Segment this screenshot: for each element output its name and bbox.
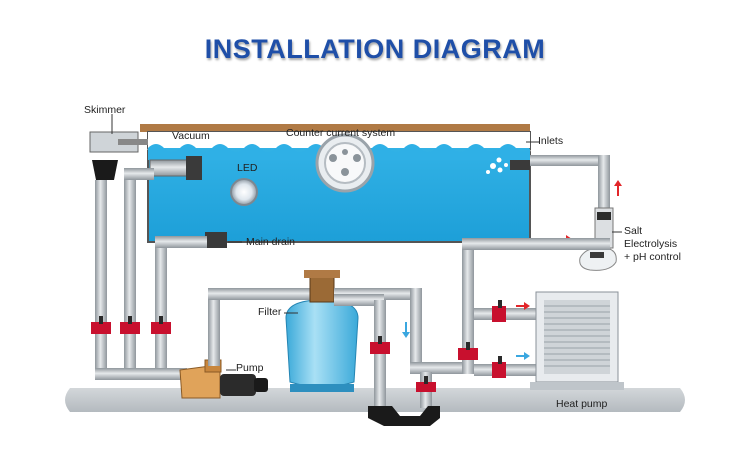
main-drain-fitting-icon	[205, 232, 227, 248]
heat-pump-out-pipe	[474, 308, 540, 320]
label-salt-line3: + pH control	[624, 251, 681, 263]
valve-heat-pump-in-icon	[492, 356, 506, 378]
label-main-drain: Main drain	[246, 236, 296, 248]
pump-discharge-pipe	[208, 292, 220, 366]
vacuum-pipe	[124, 176, 136, 380]
heat-pump-in-pipe	[474, 364, 540, 376]
flow-arrow-up-icon	[614, 180, 622, 186]
heat-pump-unit-icon	[530, 291, 624, 390]
valve-heat-pump-out-icon	[492, 300, 506, 322]
valve-waste-icon	[370, 336, 390, 354]
label-heat-pump: Heat pump	[556, 398, 608, 410]
valve-bypass-icon	[458, 342, 478, 360]
label-led: LED	[237, 162, 258, 174]
salt-electrolysis-unit-icon	[579, 247, 617, 271]
label-inlets: Inlets	[538, 135, 564, 147]
diagram-title: INSTALLATION DIAGRAM	[204, 34, 546, 64]
heat-pump-bypass-v	[462, 250, 474, 374]
label-vacuum: Vacuum	[172, 130, 210, 142]
led-light-icon	[230, 178, 258, 206]
return-pipe-v	[410, 288, 422, 368]
valve-main-drain-icon	[151, 316, 171, 334]
label-salt-line2: Electrolysis	[624, 238, 678, 250]
skimmer-basket-icon	[92, 160, 118, 180]
label-skimmer: Skimmer	[84, 104, 126, 116]
filter-tank-icon	[285, 270, 359, 392]
inlet-spray-icon	[486, 157, 508, 174]
label-filter: Filter	[258, 306, 282, 318]
pool-deck	[140, 124, 530, 132]
flow-arrow-down-icon	[402, 332, 410, 338]
suction-collector-pipe	[95, 368, 187, 380]
waste-drain-icon	[368, 406, 440, 426]
pump-icon	[179, 359, 268, 399]
label-pump: Pump	[236, 362, 264, 374]
label-counter-current: Counter current system	[286, 127, 396, 139]
valve-vacuum-icon	[120, 316, 140, 334]
heat-pump-return-h	[462, 238, 610, 250]
valve-skimmer-icon	[91, 316, 111, 334]
main-drain-pipe	[155, 240, 167, 380]
label-salt-line1: Salt	[624, 225, 643, 237]
vacuum-fitting-icon	[186, 156, 202, 180]
leader-lines	[111, 114, 622, 371]
valve-return-icon	[416, 376, 436, 392]
multiport-valve-icon	[309, 275, 335, 303]
inlet-pipe-h	[530, 155, 605, 166]
skimmer-pipe-1	[95, 180, 107, 380]
